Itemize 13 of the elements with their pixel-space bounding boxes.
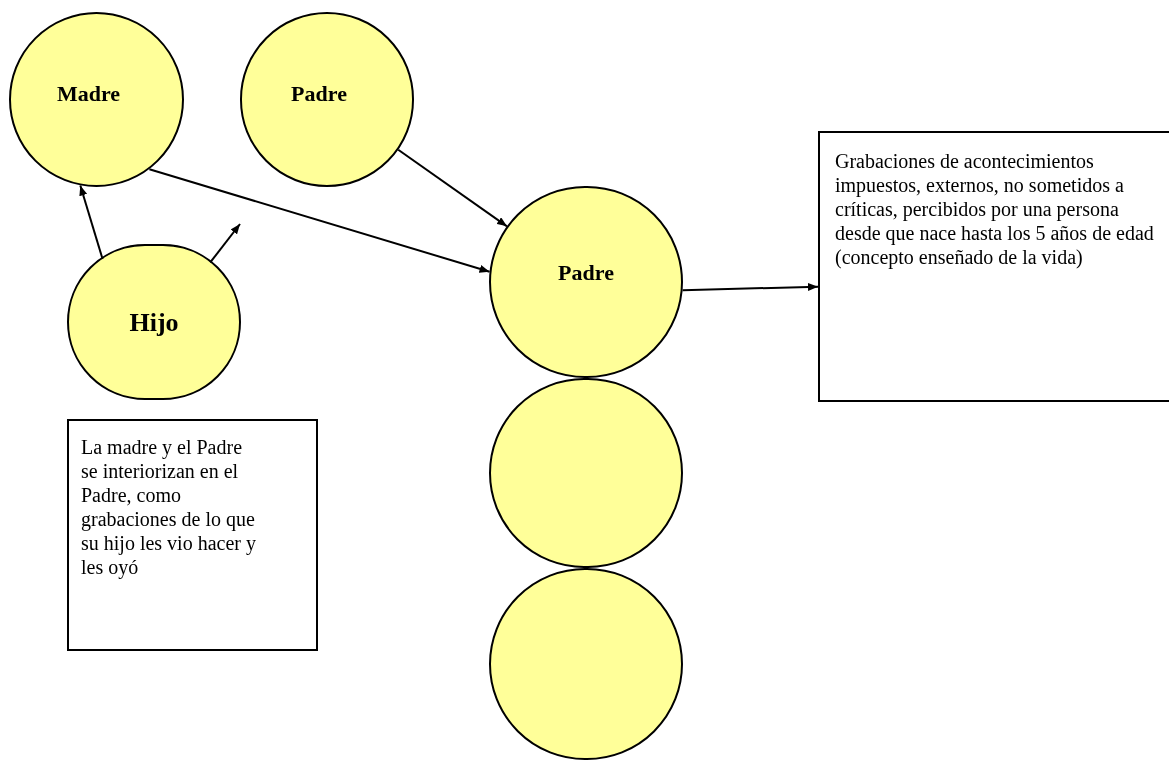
node-label: Madre	[56, 80, 121, 108]
node-label: Padre	[291, 80, 347, 108]
text-box	[818, 131, 1169, 402]
text-box	[67, 419, 318, 651]
node-label: Hijo	[129, 306, 179, 339]
arrow	[397, 148, 508, 228]
arrow	[79, 184, 104, 261]
arrow	[209, 223, 241, 264]
description-text: Grabaciones de acontecimientos impuestos, externos, no sometidos a críticas, percibidos por una persona desde que nace hasta los 5 años de edad (concepto enseñado de la vida)	[835, 149, 1155, 269]
arrow	[681, 283, 819, 292]
arrow	[148, 168, 491, 273]
node-label: Padre	[558, 258, 614, 287]
description-text: La madre y el Padre se interiorizan en el Padre, como grabaciones de lo que su hijo les vio hacer y les oyó	[81, 435, 257, 579]
